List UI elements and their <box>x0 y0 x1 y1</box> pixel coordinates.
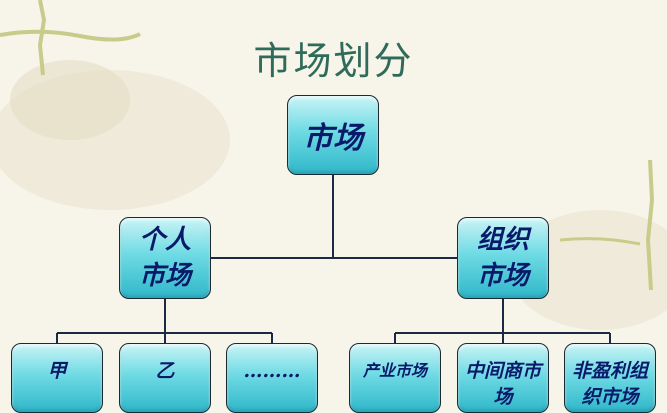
node-leaf-jia: 甲 <box>11 343 103 413</box>
node-leaf-industrial-market: 产业市场 <box>349 343 441 413</box>
node-leaf-ellipsis: ……… <box>226 343 318 413</box>
node-individual-market: 个人市场 <box>119 217 211 299</box>
node-leaf-label: 非盈利组织市场 <box>571 360 648 408</box>
node-leaf-label: 乙 <box>155 360 175 382</box>
node-leaf-label: ……… <box>243 360 301 382</box>
node-leaf-label: 产业市场 <box>362 361 427 380</box>
node-leaf-label: 中间商市场 <box>464 360 541 408</box>
background-decoration <box>0 0 667 330</box>
node-organization-market: 组织市场 <box>457 217 549 299</box>
slide-title: 市场划分 <box>253 39 414 83</box>
node-leaf-yi: 乙 <box>119 343 211 413</box>
node-organization-market-label: 组织市场 <box>476 225 529 291</box>
node-leaf-intermediary-market: 中间商市场 <box>457 343 549 413</box>
node-leaf-label: 甲 <box>47 360 67 382</box>
node-individual-market-label: 个人市场 <box>138 225 191 291</box>
node-leaf-nonprofit-market: 非盈利组织市场 <box>564 343 656 413</box>
node-root: 市场 <box>287 95 379 175</box>
node-root-label: 市场 <box>303 121 363 156</box>
tree-connectors <box>56 175 611 343</box>
